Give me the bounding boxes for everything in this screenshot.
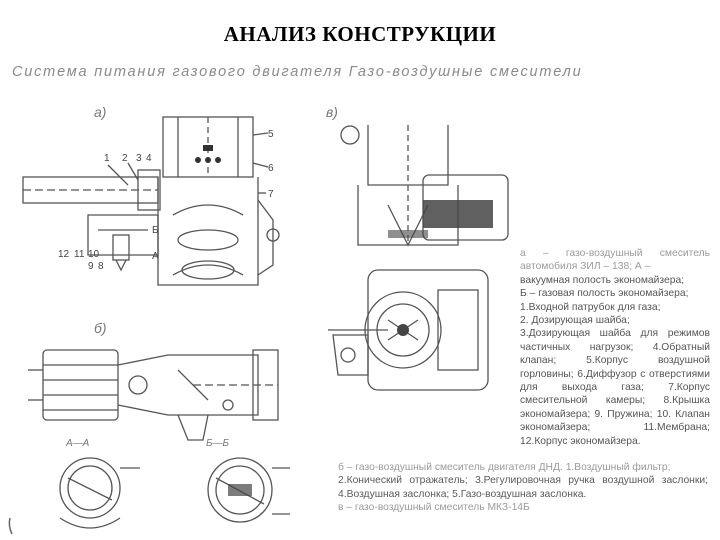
callout-7: 7 bbox=[268, 189, 274, 200]
callout-6: 6 bbox=[268, 163, 274, 174]
callout-3: 3 bbox=[136, 153, 142, 164]
legend-line: вакуумная полость экономайзера; bbox=[520, 274, 685, 286]
legend-line: 3.Дозирующая шайба для режимов частичных… bbox=[520, 328, 710, 447]
scan-header: Система питания газового двигателя Газо-… bbox=[12, 64, 583, 80]
caption-line: б – газо-воздушный смеситель двигателя Д… bbox=[338, 462, 671, 473]
caption-line: 2.Конический отражатель; 3.Регулировочна… bbox=[338, 475, 708, 500]
mixer-mkz-drawing bbox=[328, 125, 509, 391]
page-title: АНАЛИЗ КОНСТРУКЦИИ bbox=[223, 22, 497, 46]
legend-line: 2. Дозирующая шайба; bbox=[520, 315, 630, 327]
callout-a-letter: А bbox=[152, 251, 159, 262]
callout-5: 5 bbox=[268, 129, 274, 140]
legend-line: 1.Входной патрубок для газа; bbox=[520, 301, 661, 313]
callout-9: 9 bbox=[88, 261, 94, 272]
caption-dnd-mkz: б – газо-воздушный смеситель двигателя Д… bbox=[338, 461, 708, 515]
callout-1: 1 bbox=[104, 153, 110, 164]
mixer-zil-section-drawing: 1 2 3 4 5 6 7 Б А 12 11 10 9 8 bbox=[22, 116, 280, 286]
panel-label-v: в) bbox=[326, 104, 338, 120]
legend-zil-mixer: а – газо-воздушный смеситель автомобиля … bbox=[520, 247, 710, 448]
section-label-aa: А—А bbox=[66, 438, 90, 449]
callout-8: 8 bbox=[98, 261, 104, 272]
mixer-dnd-drawing bbox=[28, 349, 279, 441]
panel-label-a: а) bbox=[94, 104, 107, 120]
callout-4: 4 bbox=[146, 153, 152, 164]
callout-10: 10 bbox=[88, 249, 100, 260]
section-label-bb: Б—Б bbox=[206, 438, 230, 449]
corner-mark-icon bbox=[8, 517, 13, 535]
callout-b-letter: Б bbox=[152, 225, 159, 236]
mixer-sections-drawing bbox=[59, 457, 290, 529]
callout-11: 11 bbox=[74, 249, 85, 260]
legend-line: а – газо-воздушный смеситель автомобиля … bbox=[520, 248, 710, 273]
legend-line: Б – газовая полость экономайзера; bbox=[520, 288, 689, 300]
caption-line: в – газо-воздушный смеситель МКЗ-14Б bbox=[338, 502, 530, 514]
callout-2: 2 bbox=[122, 153, 128, 164]
callout-12: 12 bbox=[58, 249, 70, 260]
panel-label-b: б) bbox=[94, 320, 107, 336]
